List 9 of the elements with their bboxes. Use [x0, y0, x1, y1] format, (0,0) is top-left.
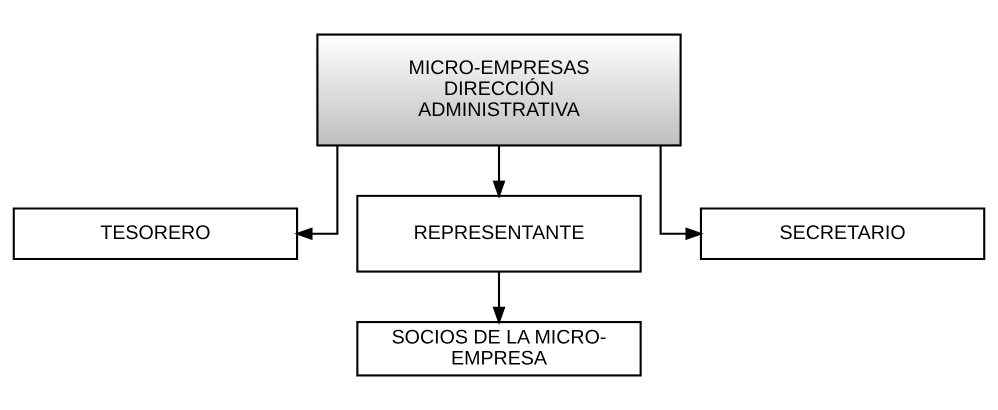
- arrow: [492, 146, 506, 199]
- node-box: SECRETARIO: [700, 207, 986, 260]
- arrow: [294, 146, 338, 240]
- node-box: TESORERO: [12, 207, 298, 260]
- node-box: MICRO-EMPRESAS DIRECCIÓN ADMINISTRATIVA: [316, 34, 682, 146]
- arrow: [660, 146, 704, 240]
- node-box: SOCIOS DE LA MICRO-EMPRESA: [356, 321, 642, 376]
- node-box: REPRESENTANTE: [356, 194, 642, 273]
- arrow: [492, 272, 506, 326]
